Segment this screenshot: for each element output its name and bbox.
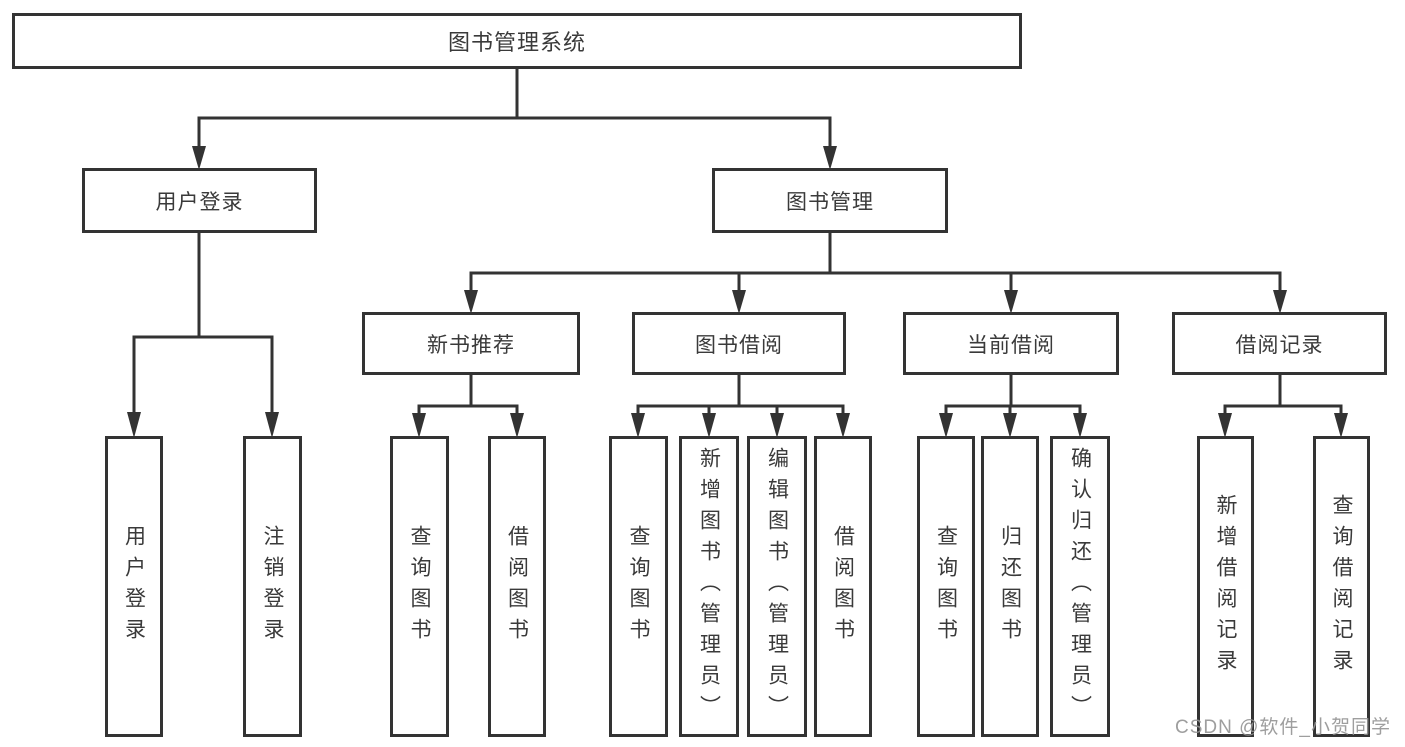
node-label: 新增图书（管理员） [697, 447, 721, 726]
node-user-login: 用户登录 [82, 168, 317, 233]
node-label: 图书管理 [786, 190, 874, 214]
leaf-logout: 注销登录 [243, 436, 302, 737]
node-label: 查询借阅记录 [1330, 493, 1353, 680]
node-label: 新增借阅记录 [1214, 493, 1237, 680]
node-current-borrowing: 当前借阅 [903, 312, 1119, 375]
leaf-edit-books-admin: 编辑图书（管理员） [747, 436, 807, 737]
leaf-add-borrow-record: 新增借阅记录 [1197, 436, 1254, 737]
leaf-add-books-admin: 新增图书（管理员） [679, 436, 739, 737]
node-label: 编辑图书（管理员） [765, 447, 789, 726]
leaf-search-borrow-record: 查询借阅记录 [1313, 436, 1370, 737]
node-label: 当前借阅 [967, 333, 1055, 357]
node-label: 用户登录 [122, 524, 146, 649]
node-label: 注销登录 [261, 524, 284, 649]
leaf-borrow-books: 借阅图书 [814, 436, 872, 737]
node-library-management-system: 图书管理系统 [12, 13, 1022, 69]
node-book-borrowing: 图书借阅 [632, 312, 846, 375]
node-label: 查询图书 [408, 524, 431, 649]
csdn-watermark: CSDN @软件_小贺同学 [1175, 717, 1391, 738]
node-label: 借阅图书 [831, 524, 855, 649]
node-label: 图书借阅 [695, 333, 783, 357]
node-label: 归还图书 [998, 524, 1022, 649]
node-label: 借阅图书 [505, 524, 529, 649]
leaf-search-books-current: 查询图书 [917, 436, 975, 737]
leaf-borrow-books-recommend: 借阅图书 [488, 436, 546, 737]
leaf-search-books-borrowing: 查询图书 [609, 436, 668, 737]
node-label: 查询图书 [627, 524, 650, 649]
leaf-confirm-return-admin: 确认归还（管理员） [1050, 436, 1110, 737]
node-label: 确认归还（管理员） [1068, 447, 1092, 726]
leaf-user-login: 用户登录 [105, 436, 163, 737]
leaf-search-books-recommend: 查询图书 [390, 436, 449, 737]
node-borrowing-records: 借阅记录 [1172, 312, 1387, 375]
node-new-book-recommendation: 新书推荐 [362, 312, 580, 375]
node-label: 图书管理系统 [447, 30, 586, 55]
node-label: 查询图书 [934, 524, 958, 649]
node-label: 用户登录 [155, 190, 244, 214]
leaf-return-books: 归还图书 [981, 436, 1039, 737]
node-label: 借阅记录 [1235, 333, 1324, 357]
node-book-management: 图书管理 [712, 168, 948, 233]
node-label: 新书推荐 [427, 333, 515, 357]
